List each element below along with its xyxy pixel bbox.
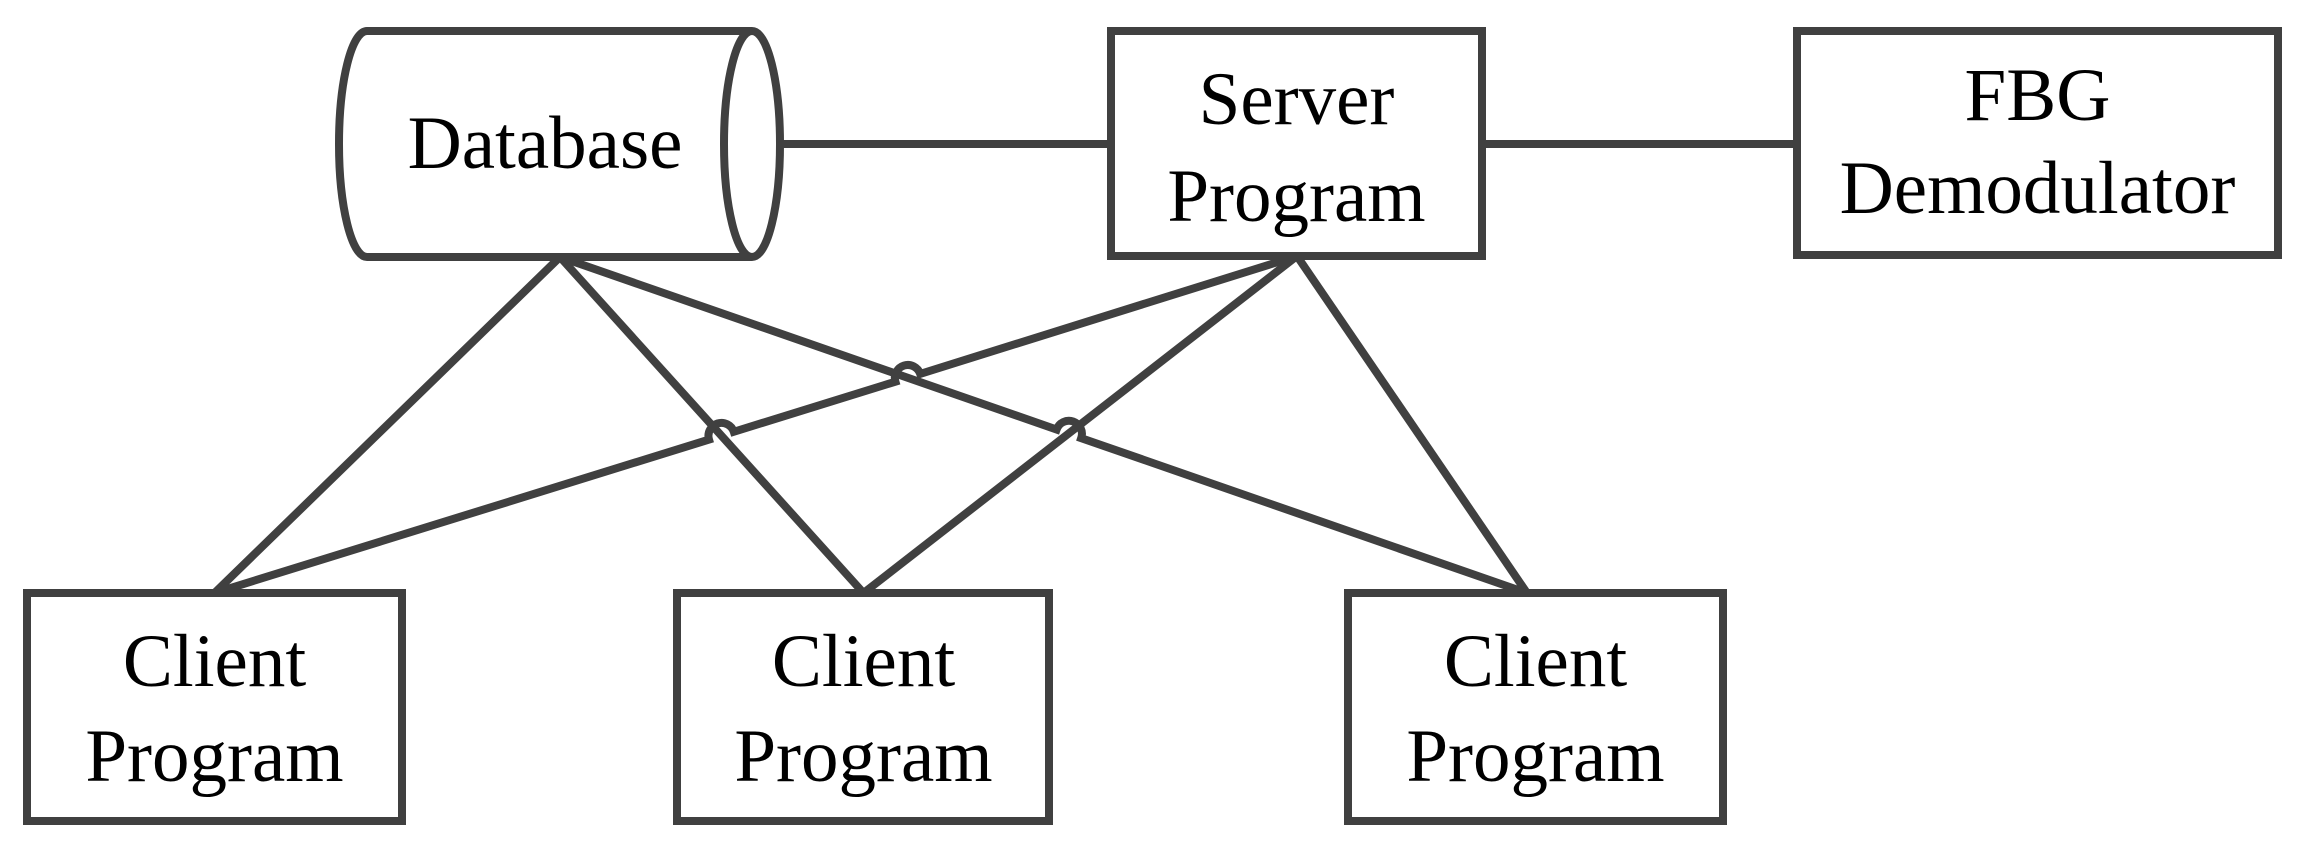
server-program-label-line2: Program: [1167, 155, 1425, 238]
fbg-demodulator-box: [1793, 27, 2282, 259]
edge-database-client1: [211, 254, 563, 596]
client-program-3-label-line1: Client: [1444, 620, 1627, 703]
edge-server-client1: [213, 252, 1299, 597]
node-client-program-3: Client Program: [1344, 589, 1727, 825]
client-program-3-box: [1344, 589, 1727, 825]
fbg-demodulator-label-line2: Demodulator: [1840, 147, 2236, 230]
client-program-2-label-line2: Program: [734, 715, 992, 798]
client-program-1-label-line1: Client: [123, 620, 306, 703]
node-client-program-2: Client Program: [673, 589, 1053, 825]
edge-database-client3: [558, 253, 1529, 597]
node-server-program: Server Program: [1107, 27, 1486, 260]
server-program-box: [1107, 27, 1486, 260]
node-fbg-demodulator: FBG Demodulator: [1793, 27, 2282, 259]
database-label: Database: [408, 102, 683, 185]
node-database: Database: [335, 27, 784, 261]
client-program-1-label-line2: Program: [85, 715, 343, 798]
database-cylinder-cap: [720, 27, 784, 261]
edge-server-client3: [1293, 253, 1531, 596]
client-program-3-label-line2: Program: [1406, 715, 1664, 798]
client-program-2-box: [673, 589, 1053, 825]
fbg-demodulator-label-line1: FBG: [1965, 54, 2111, 137]
client-program-1-box: [23, 589, 406, 825]
node-client-program-1: Client Program: [23, 589, 406, 825]
client-program-2-label-line1: Client: [772, 620, 955, 703]
server-program-label-line1: Server: [1199, 58, 1395, 141]
database-cylinder-body: [335, 27, 752, 261]
